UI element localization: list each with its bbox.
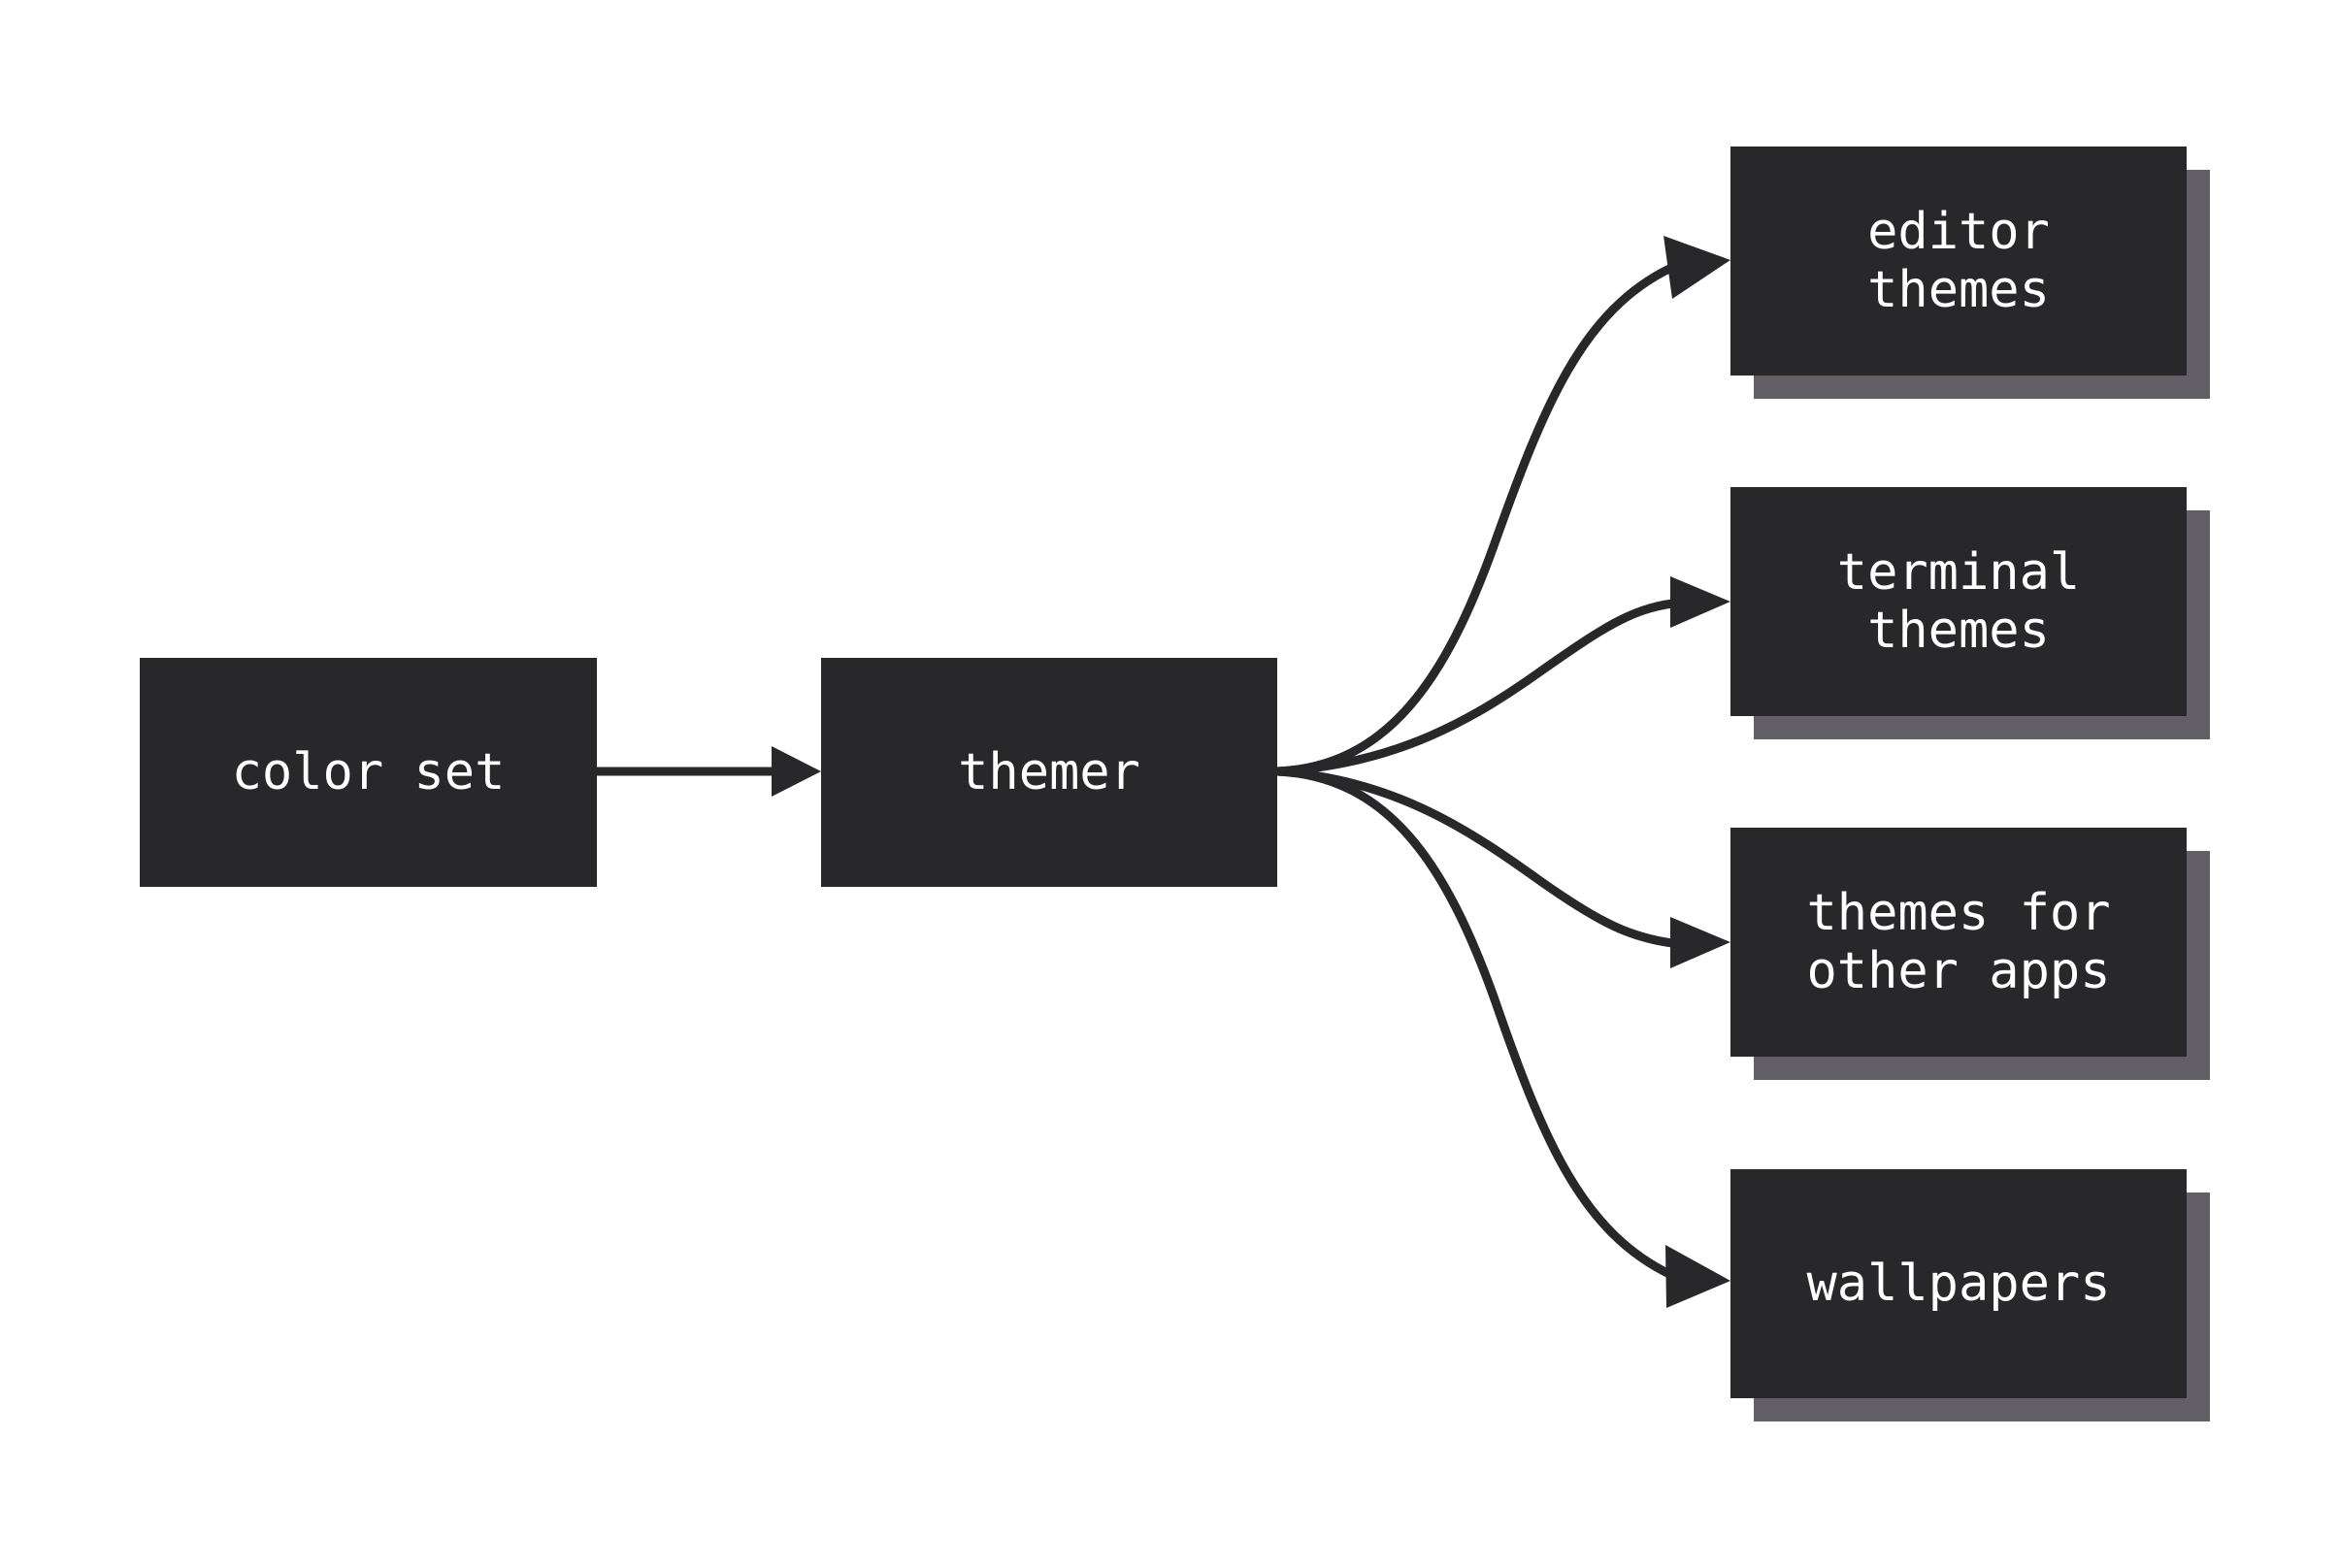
arrowhead-icon [772, 746, 821, 797]
node-label-line: themes [1867, 602, 2050, 660]
edge-line [1272, 263, 1676, 776]
node-label-line: themes for [1806, 884, 2111, 942]
edge-color-set-to-themer [597, 746, 821, 797]
node-label-color-set: color set [231, 743, 506, 801]
node-label-line: editor [1867, 203, 2050, 261]
node-color-set[interactable]: color set [140, 658, 597, 887]
edge-line [1272, 599, 1677, 776]
node-label-line: themes [1867, 261, 2050, 319]
node-wallpapers[interactable]: wallpapers [1730, 1169, 2187, 1398]
node-label-themer: themer [958, 743, 1140, 801]
edge-line [1272, 767, 1676, 1280]
edge-themer-to-wallpapers [1272, 767, 1730, 1308]
edge-line [1272, 767, 1677, 948]
arrowhead-icon [1670, 917, 1730, 968]
node-themer[interactable]: themer [821, 658, 1277, 887]
edge-themer-to-themes-for-other-apps [1272, 767, 1730, 968]
edge-themer-to-terminal-themes [1272, 576, 1730, 776]
node-label-line: other apps [1806, 942, 2111, 1000]
edge-themer-to-editor-themes [1272, 236, 1730, 776]
arrowhead-icon [1665, 1245, 1730, 1308]
node-label-line: terminal [1836, 543, 2081, 602]
arrowhead-icon [1670, 576, 1730, 628]
arrowhead-icon [1664, 236, 1730, 299]
node-label-wallpapers: wallpapers [1806, 1255, 2111, 1313]
